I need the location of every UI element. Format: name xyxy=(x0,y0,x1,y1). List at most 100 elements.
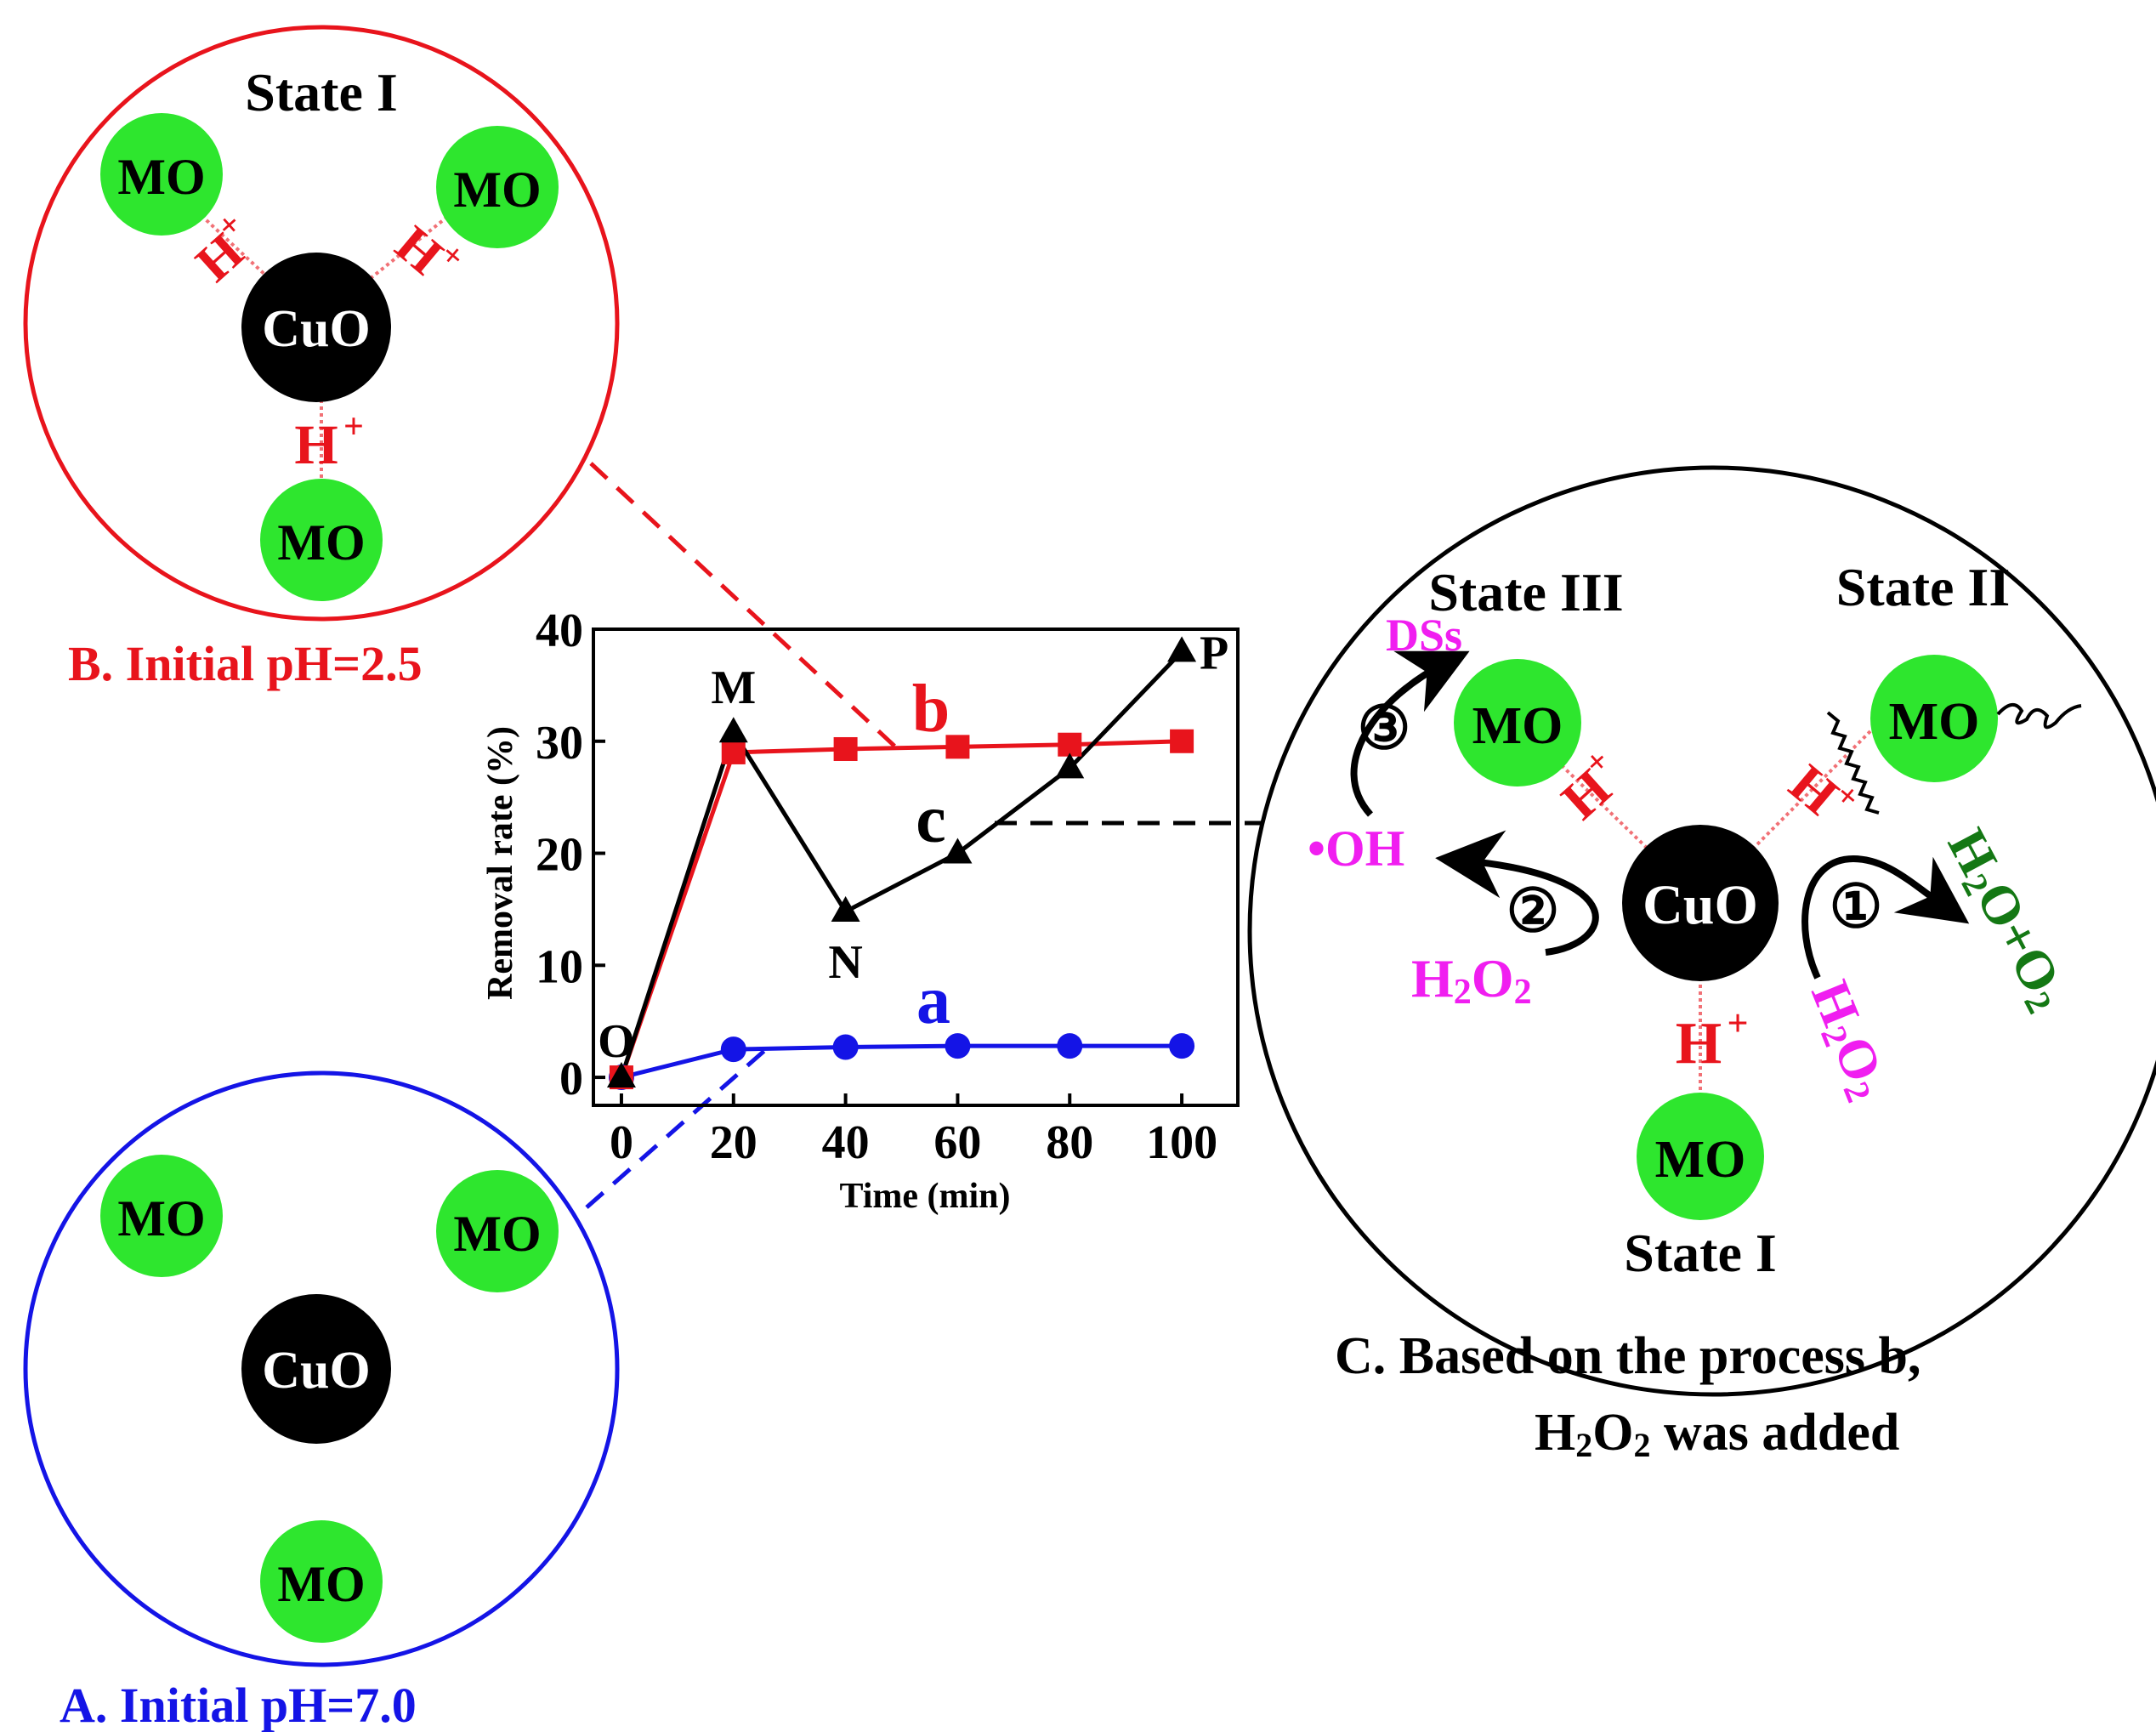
data-point-b xyxy=(1058,732,1082,757)
panel-b-state-label: State I xyxy=(245,62,398,122)
mo-label: MO xyxy=(117,1190,205,1246)
state-2-label: State II xyxy=(1836,557,2010,617)
series-lines xyxy=(619,650,1183,1080)
point-label-M: M xyxy=(711,662,756,714)
point-annotations: O M N P xyxy=(598,627,1228,1068)
cuo-label: CuO xyxy=(1643,874,1758,936)
svg-text:H: H xyxy=(1779,752,1850,826)
data-point-b xyxy=(945,735,970,759)
h2o2-right-label: H2O2 xyxy=(1796,973,1901,1108)
y-axis-label: Removal rate (%) xyxy=(481,726,520,1000)
x-tick-label: 60 xyxy=(933,1116,981,1169)
mo-ball xyxy=(1637,1093,1764,1220)
panel-b-caption: B. Initial pH=2.5 xyxy=(68,636,423,691)
data-point-b xyxy=(1170,729,1194,753)
panel-b-circle xyxy=(23,25,620,622)
x-tick-label: 20 xyxy=(710,1116,757,1169)
h2o2-left-label: H2O2 xyxy=(1411,948,1532,1012)
svg-text:H: H xyxy=(1676,1011,1722,1076)
mo-label: MO xyxy=(453,162,541,218)
proton-label: H + xyxy=(1676,1002,1749,1076)
data-point-c xyxy=(1167,636,1197,662)
dss-label: DSs xyxy=(1386,610,1462,661)
oh-label: •OH xyxy=(1308,821,1404,877)
series-line-b xyxy=(619,739,1183,1078)
connector-a xyxy=(585,1048,767,1209)
mo-ball xyxy=(100,113,223,236)
data-point-a xyxy=(720,1036,746,1063)
svg-text:H2O2: H2O2 xyxy=(1796,973,1901,1108)
series-line-c xyxy=(619,650,1183,1078)
mo-ball xyxy=(436,126,559,248)
panel-a-circle xyxy=(23,1070,620,1667)
data-point-c xyxy=(718,717,748,743)
state-3-label: State III xyxy=(1428,562,1623,622)
data-point-a xyxy=(1057,1033,1083,1059)
panel-c-caption-line2: H2O2 was added xyxy=(1535,1404,1899,1464)
cuo-ball xyxy=(241,253,391,402)
arrow-1 xyxy=(1801,855,1970,980)
data-point-a xyxy=(1169,1033,1195,1059)
cuo-ball xyxy=(241,1294,391,1444)
panel-c-caption-line1: C. Based on the process b, xyxy=(1335,1327,1921,1385)
step-2-label: ② xyxy=(1506,879,1560,945)
arrow-3 xyxy=(1350,650,1470,817)
series-label-b: b xyxy=(912,672,950,747)
y-tick-label: 30 xyxy=(536,717,583,769)
mo-label: MO xyxy=(453,1206,541,1262)
x-axis-label: Time (min) xyxy=(839,1177,1010,1216)
data-point-a xyxy=(832,1034,859,1060)
arrow-2 xyxy=(1435,830,1599,956)
cuo-label: CuO xyxy=(262,300,370,358)
x-tick-label: 40 xyxy=(822,1116,870,1169)
y-tick-label: 0 xyxy=(559,1053,583,1105)
point-label-N: N xyxy=(828,936,862,989)
data-point-a xyxy=(945,1033,971,1059)
data-point-c xyxy=(943,838,973,864)
state-1-label: State I xyxy=(1624,1223,1777,1283)
panel-c-circle xyxy=(1247,465,2156,1397)
mo-label: MO xyxy=(277,514,365,571)
cuo-ball xyxy=(1622,825,1779,981)
mo-label: MO xyxy=(277,1556,365,1612)
proton-label: H + xyxy=(294,407,364,476)
mo-ball xyxy=(260,479,383,601)
series-label-a: a xyxy=(916,963,950,1038)
mo-ball xyxy=(100,1155,223,1277)
x-tick-label: 0 xyxy=(610,1116,633,1169)
plot-frame xyxy=(592,627,1240,1107)
data-point-b xyxy=(721,740,746,764)
bond-break-squiggle xyxy=(1826,711,1880,815)
mo-label: MO xyxy=(1655,1131,1746,1189)
point-label-O: O xyxy=(598,1015,635,1068)
data-point-c xyxy=(606,1062,636,1088)
panel-a: MO MO MO CuO A. Initial pH=7.0 xyxy=(23,1070,620,1732)
series-markers xyxy=(606,636,1197,1091)
data-point-c xyxy=(1055,752,1085,779)
series-line-a xyxy=(621,1043,1183,1080)
panel-a-caption: A. Initial pH=7.0 xyxy=(60,1678,417,1732)
svg-text:+: + xyxy=(343,407,364,446)
data-point-b xyxy=(833,736,858,761)
panel-c: State III State II State I MO MO MO CuO … xyxy=(1247,465,2156,1464)
y-tick-label: 10 xyxy=(536,940,583,993)
mo-label: MO xyxy=(1472,697,1563,755)
cuo-label: CuO xyxy=(262,1342,370,1400)
point-label-P: P xyxy=(1200,627,1228,679)
svg-text:H2O+O2: H2O+O2 xyxy=(1933,819,2080,1019)
svg-text:+: + xyxy=(1727,1002,1748,1044)
proton-label: H + xyxy=(1779,752,1868,826)
step-3-label: ③ xyxy=(1358,696,1411,762)
mo-ball xyxy=(436,1170,559,1292)
products-label: H2O+O2 xyxy=(1933,819,2080,1019)
series-label-c: c xyxy=(916,782,946,857)
mo-ball xyxy=(260,1520,383,1643)
chain-tail xyxy=(1996,703,2082,730)
mo-ball xyxy=(1870,655,1998,782)
y-tick-label: 40 xyxy=(536,605,583,657)
svg-text:H2O2: H2O2 xyxy=(1411,948,1532,1012)
